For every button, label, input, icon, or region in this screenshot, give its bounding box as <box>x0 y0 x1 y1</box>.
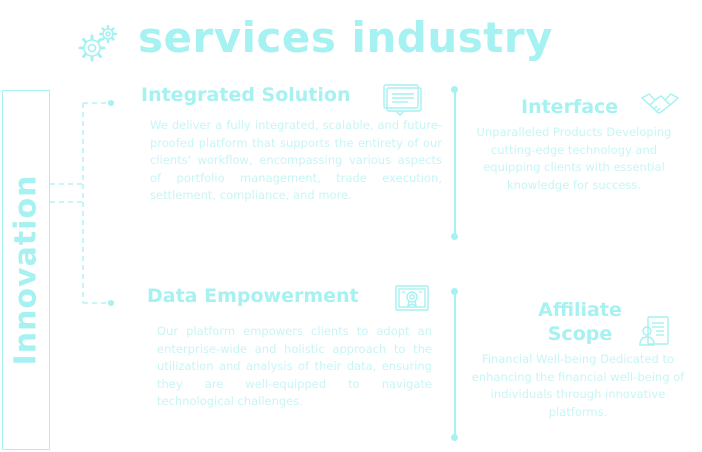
interface-title: Interface <box>521 96 619 118</box>
chat-document-icon <box>382 82 422 116</box>
divider-dot <box>451 233 458 240</box>
divider-line-bottom <box>454 292 456 438</box>
interface-text: Unparalleled Products Developing cutting… <box>476 125 672 192</box>
integrated-solution-text: We deliver a fully integrated, scalable,… <box>150 118 442 202</box>
person-document-icon <box>638 314 672 348</box>
divider-dot <box>451 288 458 295</box>
innovation-label: Innovation <box>8 174 44 366</box>
connector-lines <box>50 95 120 310</box>
handshake-icon <box>640 88 680 120</box>
divider-dot <box>451 434 458 441</box>
innovation-box: Innovation <box>2 90 50 450</box>
gears-icon <box>76 22 122 66</box>
data-empowerment-title: Data Empowerment <box>147 285 359 307</box>
data-empowerment-text: Our platform empowers clients to adopt a… <box>157 324 432 408</box>
integrated-solution-title: Integrated Solution <box>141 84 351 106</box>
affiliate-scope-text: Financial Well-being Dedicated to enhanc… <box>471 352 685 419</box>
divider-dot <box>451 86 458 93</box>
certificate-icon <box>394 284 430 314</box>
page-title: services industry <box>138 13 553 62</box>
divider-line-top <box>454 90 456 237</box>
affiliate-scope-title: Affiliate Scope <box>538 299 622 345</box>
